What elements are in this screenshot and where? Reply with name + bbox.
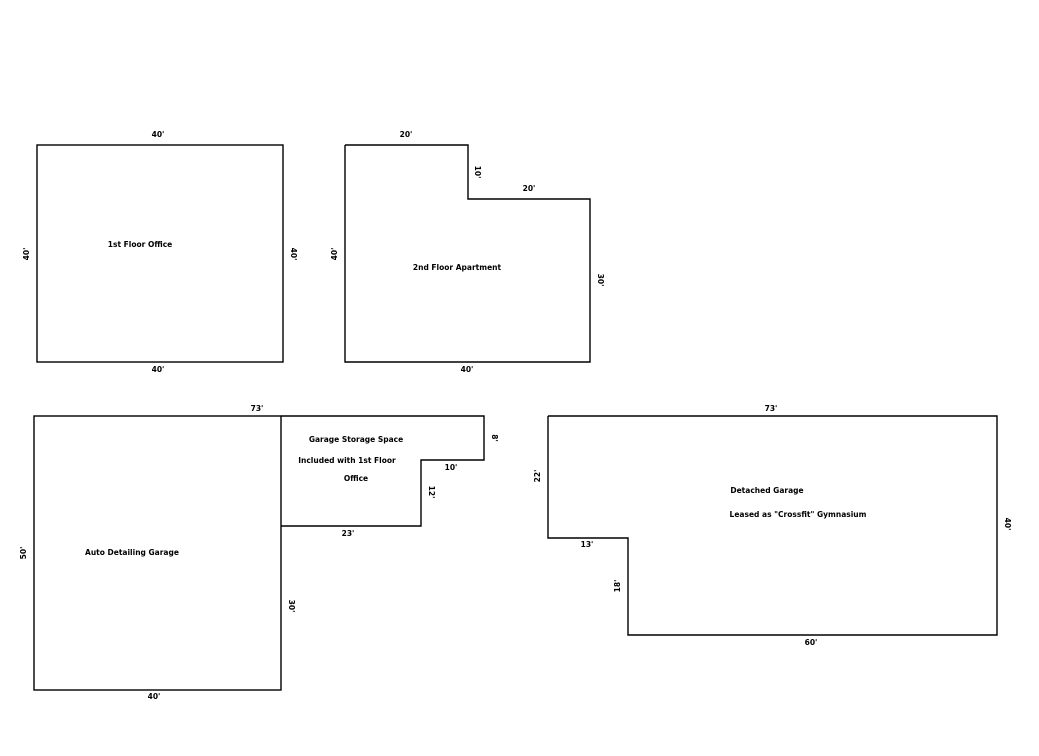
storage-dim-lower-vertical: 12': [427, 486, 436, 499]
office-room: 40' 40' 40' 40' 1st Floor Office: [22, 130, 298, 374]
auto-garage-room: 73' 50' 30' 40' Auto Detailing Garage: [19, 404, 296, 701]
storage-label-line2: Included with 1st Floor: [298, 456, 396, 465]
detached-dim-top: 73': [765, 404, 778, 413]
storage-label-line1: Garage Storage Space: [309, 435, 403, 444]
office-dim-right: 40': [289, 248, 298, 261]
apartment-room: 20' 10' 20' 40' 30' 40' 2nd Floor Apartm…: [330, 130, 605, 374]
apartment-dim-bottom: 40': [461, 365, 474, 374]
detached-dim-notch-horizontal: 13': [581, 540, 594, 549]
apartment-dim-notch-horizontal: 20': [523, 184, 536, 193]
office-dim-left: 40': [22, 248, 31, 261]
detached-garage-room: 73' 22' 13' 18' 40' 60' Detached Garage …: [533, 404, 1012, 647]
detached-dim-right: 40': [1003, 518, 1012, 531]
office-outline: [36, 144, 284, 363]
auto-garage-label: Auto Detailing Garage: [85, 548, 179, 557]
auto-garage-dim-left: 50': [19, 547, 28, 560]
storage-room: 8' 10' 12' 23' Garage Storage Space Incl…: [281, 415, 499, 538]
apartment-dim-notch-vertical: 10': [473, 166, 482, 179]
apartment-label: 2nd Floor Apartment: [413, 263, 502, 272]
storage-outline: [281, 415, 485, 527]
detached-garage-outline: [547, 415, 998, 636]
detached-dim-bottom: 60': [805, 638, 818, 647]
office-label: 1st Floor Office: [108, 240, 172, 249]
office-dim-top: 40': [152, 130, 165, 139]
auto-garage-dim-top: 73': [251, 404, 264, 413]
storage-label-line3: Office: [344, 474, 368, 483]
detached-label-line2: Leased as "Crossfit" Gymnasium: [730, 510, 867, 519]
storage-dim-bottom: 23': [342, 529, 355, 538]
auto-garage-dim-right: 30': [287, 600, 296, 613]
office-dim-bottom: 40': [152, 365, 165, 374]
apartment-outline: [344, 144, 591, 363]
detached-dim-notch-vertical: 18': [613, 580, 622, 593]
apartment-dim-top: 20': [400, 130, 413, 139]
auto-garage-dim-bottom: 40': [148, 692, 161, 701]
apartment-dim-right: 30': [596, 274, 605, 287]
auto-garage-outline: [33, 415, 282, 691]
storage-dim-step-vertical: 8': [490, 434, 499, 442]
detached-label-line1: Detached Garage: [730, 486, 803, 495]
storage-dim-step-horizontal: 10': [445, 463, 458, 472]
detached-dim-left-upper: 22': [533, 470, 542, 483]
apartment-dim-left: 40': [330, 248, 339, 261]
